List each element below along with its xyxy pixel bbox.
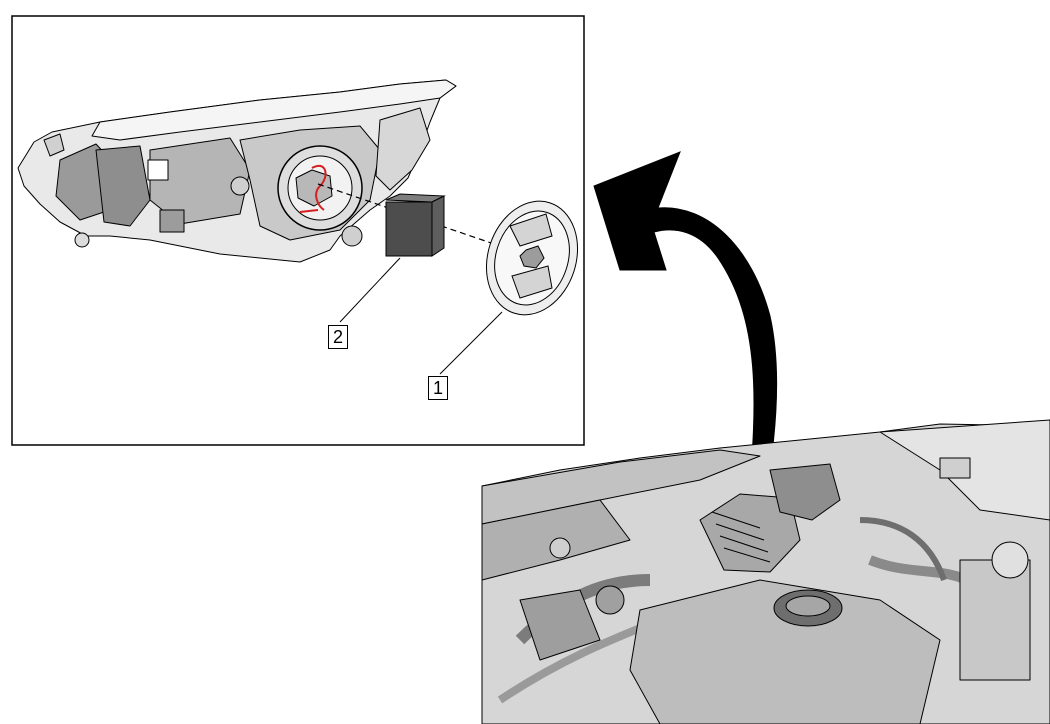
hid-ballast-module xyxy=(385,193,446,257)
bulb-wiring xyxy=(299,165,327,213)
callout-2-leader xyxy=(339,257,401,323)
headlamp-assembly xyxy=(17,79,457,263)
assembly-axis-line xyxy=(317,183,501,247)
callout-2-label: 2 xyxy=(328,325,348,349)
callout-1-leader xyxy=(439,311,503,375)
location-arrow xyxy=(593,151,778,506)
headlamp-bulb-cover xyxy=(485,200,579,316)
callout-1-label: 1 xyxy=(428,376,448,400)
engine-bay-view xyxy=(481,419,1050,724)
